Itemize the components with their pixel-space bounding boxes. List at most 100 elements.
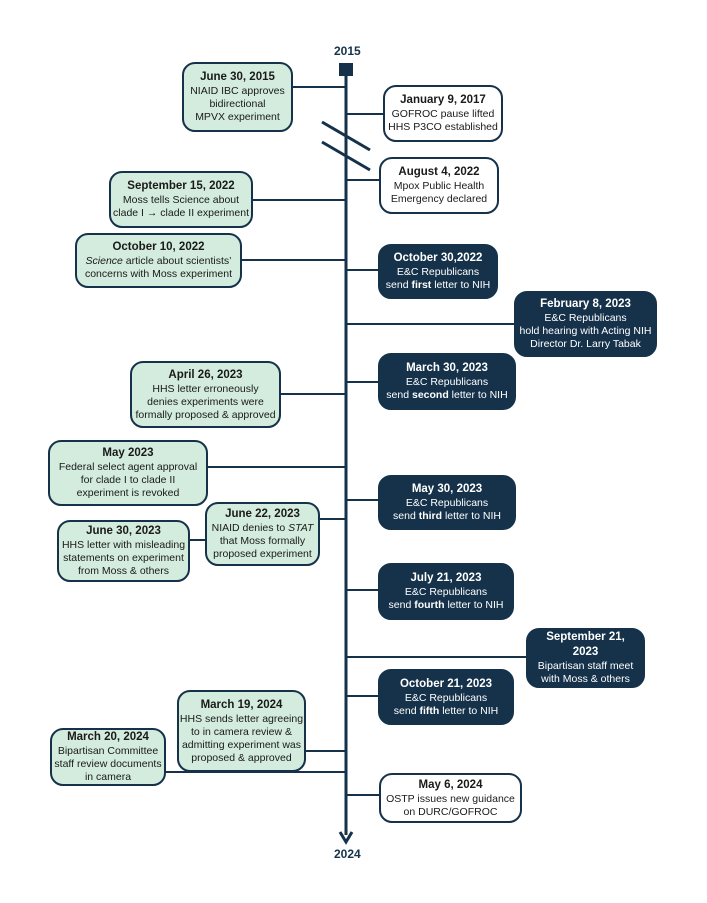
event-description-line: in camera [85, 771, 131, 784]
event-description-line: MPVX experiment [195, 111, 280, 124]
event-description-line: concerns with Moss experiment [85, 268, 232, 281]
event-description-line: Moss tells Science about [123, 194, 239, 207]
event-text: send [385, 279, 412, 291]
event-text: proposed experiment [213, 548, 312, 560]
event-text: E&C Republicans [405, 497, 489, 509]
event-date: June 30, 2015 [200, 71, 275, 83]
event-text: to in camera review & [191, 725, 292, 738]
event-text: E&C Republicans [404, 691, 488, 704]
event-description-line: E&C Republicans [406, 376, 488, 389]
event-description-line: proposed experiment [213, 548, 312, 561]
event-text: letter to NIH [444, 599, 504, 611]
event-description-line: send third letter to NIH [393, 510, 501, 523]
event-description-line: statements on experiment [63, 552, 184, 565]
event-description-line: Bipartisan Committee [58, 745, 158, 758]
event-text: E&C Republicans [405, 376, 489, 388]
event-text: NIAID IBC approves [190, 85, 285, 97]
event-description-line: clade I → clade II experiment [113, 207, 249, 220]
event-description-line: GOFROC pause lifted [392, 108, 495, 121]
event-text: Federal select agent approval [58, 461, 198, 473]
event-description-line: send first letter to NIH [386, 279, 490, 292]
event-text: Bipartisan Committee [57, 745, 159, 757]
event-text: E&C Republicans [544, 312, 627, 324]
event-text: send [388, 599, 415, 611]
event-text: concerns with Moss experiment [84, 268, 233, 280]
event-description-line: E&C Republicans [405, 692, 487, 705]
event-text: letter to NIH [442, 510, 501, 522]
event-text: admitting experiment was [181, 738, 302, 751]
timeline-start-marker [339, 63, 353, 76]
event-description-line: formally proposed & approved [135, 409, 275, 422]
event-description-line: Mpox Public Health [394, 180, 484, 193]
event-description-line: Director Dr. Larry Tabak [530, 338, 641, 351]
event-date: March 30, 2023 [406, 362, 488, 374]
event-text: letter to NIH [448, 389, 508, 401]
event-date: June 22, 2023 [225, 508, 300, 520]
event-text: HHS sends letter agreeing [179, 712, 304, 725]
event-text: in camera [84, 771, 132, 783]
event-date: September 15, 2022 [127, 180, 235, 192]
axis-break-mark [321, 120, 371, 152]
event-description-line: HHS letter with misleading [62, 539, 185, 552]
event-description-line: NIAID denies to STAT [212, 522, 314, 535]
event-text: send [386, 389, 412, 401]
event-text: HHS letter erroneously [152, 382, 259, 395]
event-description-line: to in camera review & [191, 726, 292, 739]
event-description-line: proposed & approved [191, 752, 291, 765]
event-description-line: from Moss & others [78, 565, 169, 578]
end-year-label: 2024 [334, 847, 361, 861]
event-description-line: admitting experiment was [182, 739, 301, 752]
event-text: Science [85, 255, 123, 267]
event-text: on DURC/GOFROC [403, 805, 498, 818]
event-text: send [393, 510, 419, 522]
event-description-line: bidirectional [209, 98, 265, 111]
event-date: June 30, 2023 [86, 525, 161, 537]
event-text: proposed & approved [191, 751, 292, 764]
event-text: HHS letter with misleading [61, 539, 186, 551]
event-text: formally proposed & approved [135, 408, 276, 421]
event-date: May 30, 2023 [411, 483, 483, 495]
event-description-line: HHS letter erroneously [152, 383, 258, 396]
event-date: April 26, 2023 [168, 368, 243, 381]
event-text: Emergency declared [390, 193, 488, 205]
event-description-line: send fifth letter to NIH [394, 705, 498, 718]
event-text: from Moss & others [77, 565, 170, 577]
event-description-line: for clade I to clade II [81, 474, 176, 487]
event-description-line: NIAID IBC approves [190, 85, 285, 98]
event-text: fifth [419, 704, 440, 717]
event-text: send [393, 704, 420, 717]
event-date: May 6, 2024 [418, 778, 483, 791]
event-description-line: OSTP issues new guidance [386, 793, 515, 806]
event-description-line: with Moss & others [541, 673, 630, 686]
event-text: letter to NIH [439, 704, 499, 717]
event-text: staff review documents [54, 758, 162, 770]
event-text: with Moss & others [541, 673, 630, 685]
event-text: OSTP issues new guidance [386, 792, 515, 805]
event-date: September 21, 2023 [546, 631, 625, 658]
event-text: Director Dr. Larry Tabak [530, 338, 641, 350]
event-text: Moss tells Science about [122, 194, 240, 206]
event-description-line: E&C Republicans [406, 497, 488, 510]
event-description-line: Bipartisan staff meet [538, 660, 634, 673]
event-text: STAT [288, 522, 314, 534]
event-text: third [418, 510, 443, 522]
start-year-label: 2015 [334, 44, 361, 58]
event-text: Bipartisan staff meet [537, 660, 634, 672]
event-text: clade I → clade II experiment [113, 207, 249, 219]
event-text: fourth [414, 599, 445, 611]
event-text: statements on experiment [63, 552, 184, 564]
event-date: February 8, 2023 [540, 298, 631, 310]
event-text: experiment is revoked [76, 487, 180, 499]
event-description-line: on DURC/GOFROC [404, 806, 498, 819]
